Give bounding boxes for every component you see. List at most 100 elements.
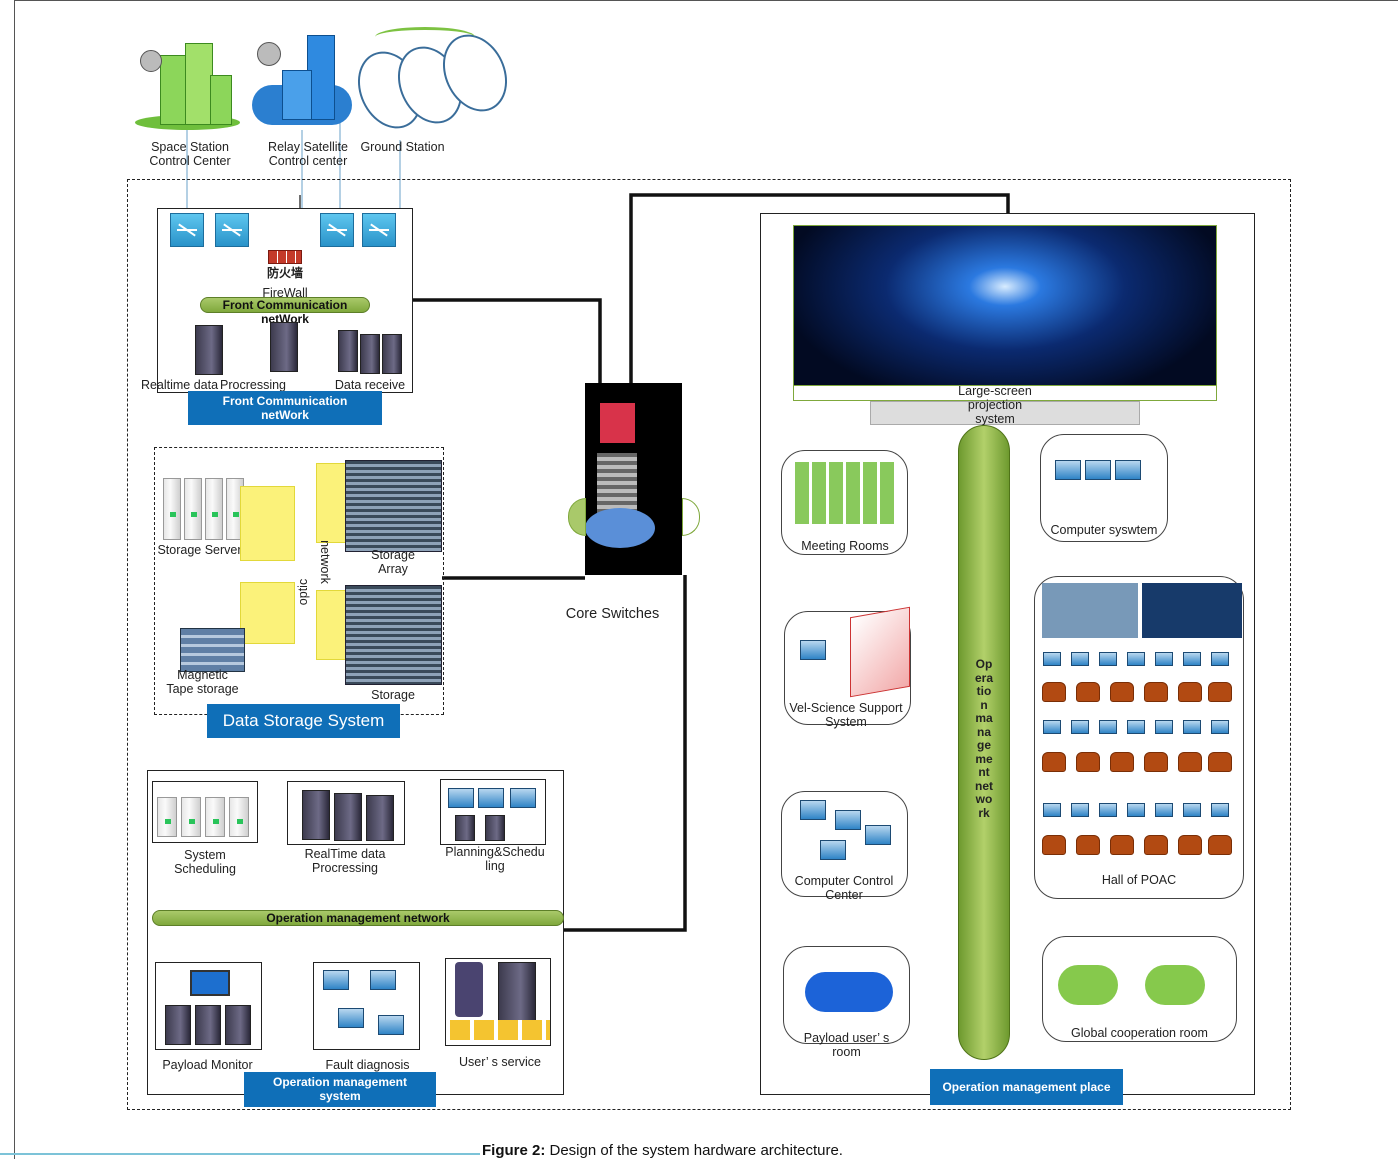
processing-server-icon <box>270 322 298 372</box>
firewall-cn-label: 防火墙 <box>266 266 303 280</box>
caption-underline <box>0 1153 480 1155</box>
data-receive-server-icon <box>338 330 358 372</box>
large-screen-display <box>793 225 1217 400</box>
payload-server-icon <box>195 1005 221 1045</box>
global-table-icon <box>1058 965 1118 1005</box>
storage-server-icon <box>205 478 223 540</box>
planning-label: Planning&Schedu ling <box>445 845 545 873</box>
fault-diagnosis-label: Fault diagnosis <box>325 1058 410 1072</box>
ground-station-label: Ground Station <box>360 140 445 154</box>
storage-server-icon <box>184 478 202 540</box>
large-screen-label: Large-screen projection system <box>958 384 1032 426</box>
storage-array-bottom-label: Storage Array <box>371 688 415 702</box>
firewall-icon <box>268 250 302 264</box>
optic-label: optic <box>296 578 310 606</box>
realtime-label: Realtime data <box>140 378 219 392</box>
core-switches-label: Core Switches <box>565 606 660 622</box>
storage-array-label: Storage Array <box>371 548 415 576</box>
screen-stand <box>870 401 1140 425</box>
meeting-rooms-label: Meeting Rooms <box>801 539 889 553</box>
meeting-room-icon <box>795 462 895 524</box>
frame-top-rule <box>14 0 1398 1</box>
scheduling-server-icon <box>157 797 177 837</box>
ground-station-dishes <box>345 24 520 140</box>
workstation-icon <box>800 800 826 820</box>
workstation-icon <box>820 840 846 860</box>
frame-left-rule <box>14 0 15 1159</box>
conference-table-icon <box>805 972 893 1012</box>
optic-link-bolt <box>240 486 295 561</box>
optic-link-bolt <box>316 590 346 660</box>
workstation-icon <box>1115 460 1141 480</box>
global-table-icon <box>1145 965 1205 1005</box>
workstation-icon <box>835 810 861 830</box>
workstation-icon <box>448 788 474 808</box>
computer-control-label: Computer Control Center <box>794 874 894 902</box>
computer-system-label: Computer syswtem <box>1050 523 1158 537</box>
switch-icon <box>170 213 204 247</box>
realtime-server-icon <box>334 793 362 841</box>
figure-caption: Figure 2: Design of the system hardware … <box>482 1142 1082 1159</box>
workstation-icon <box>323 970 349 990</box>
data-receive-label: Data receive <box>334 378 406 392</box>
user-service-boxes-icon <box>450 1020 550 1040</box>
space-station-building <box>135 35 240 130</box>
hall-seating-grid <box>1038 648 1238 868</box>
workstation-tower-icon <box>485 815 505 841</box>
realtime-processing-label: RealTime data Procressing <box>304 847 386 875</box>
workstation-icon <box>1055 460 1081 480</box>
switch-icon <box>362 213 396 247</box>
data-receive-server-icon <box>360 334 380 374</box>
space-station-label: Space Station Control Center <box>149 140 231 168</box>
ops-place-title: Operation management place <box>930 1069 1123 1105</box>
payload-server-icon <box>225 1005 251 1045</box>
workstation-icon <box>800 640 826 660</box>
scheduling-server-icon <box>205 797 225 837</box>
screen-stage-base <box>793 385 1217 401</box>
system-scheduling-label: System Scheduling <box>174 848 236 876</box>
hall-label: Hall of POAC <box>1101 873 1177 887</box>
workstation-icon <box>378 1015 404 1035</box>
workstation-tower-icon <box>455 815 475 841</box>
data-receive-server-icon <box>382 334 402 374</box>
payload-users-label: Payload user’ s room <box>803 1031 890 1059</box>
workstation-icon <box>510 788 536 808</box>
storage-server-icon <box>163 478 181 540</box>
scheduling-server-icon <box>229 797 249 837</box>
ops-network-pipe: Operation management network <box>152 910 564 926</box>
workstation-icon <box>370 970 396 990</box>
ops-network-vertical-label: Op era tio n ma na ge me nt net wo rk <box>974 657 994 820</box>
relay-satellite-label: Relay Satellite Control center <box>268 140 348 168</box>
switch-icon <box>215 213 249 247</box>
processing-label: Procressing <box>220 378 286 392</box>
tape-storage-icon <box>180 628 245 672</box>
relay-satellite-building <box>252 30 352 125</box>
global-room-label: Global cooperation room <box>1071 1026 1208 1040</box>
optic-link-bolt <box>240 582 295 644</box>
realtime-server-icon <box>366 795 394 841</box>
user-service-label: User’ s service <box>459 1055 541 1069</box>
workstation-icon <box>865 825 891 845</box>
optic-link-bolt <box>316 463 346 543</box>
science-support-label: Vel-Science Support System <box>789 701 903 729</box>
core-switch-device <box>585 383 682 575</box>
storage-array-icon <box>345 460 442 552</box>
ops-system-title: Operation management system <box>244 1072 436 1107</box>
data-storage-title: Data Storage System <box>207 704 400 738</box>
magnetic-tape-label: Magnetic Tape storage <box>166 668 239 696</box>
front-communication-title: Front Communication netWork <box>188 391 382 425</box>
firewall-label: FireWall <box>262 286 308 300</box>
figure-number: Figure 2: <box>482 1142 546 1159</box>
realtime-server-icon <box>302 790 330 840</box>
system-boundary <box>127 179 1291 1110</box>
scheduling-server-icon <box>181 797 201 837</box>
user-service-figure-icon <box>455 962 483 1017</box>
payload-server-icon <box>165 1005 191 1045</box>
workstation-icon <box>338 1008 364 1028</box>
computer-system-panel <box>1040 434 1168 542</box>
payload-monitor-label: Payload Monitor <box>162 1058 253 1072</box>
storage-server-label: Storage Server <box>157 543 242 557</box>
figure-caption-text: Design of the system hardware architectu… <box>545 1142 843 1159</box>
switch-icon <box>320 213 354 247</box>
monitor-screen-icon <box>190 970 230 996</box>
